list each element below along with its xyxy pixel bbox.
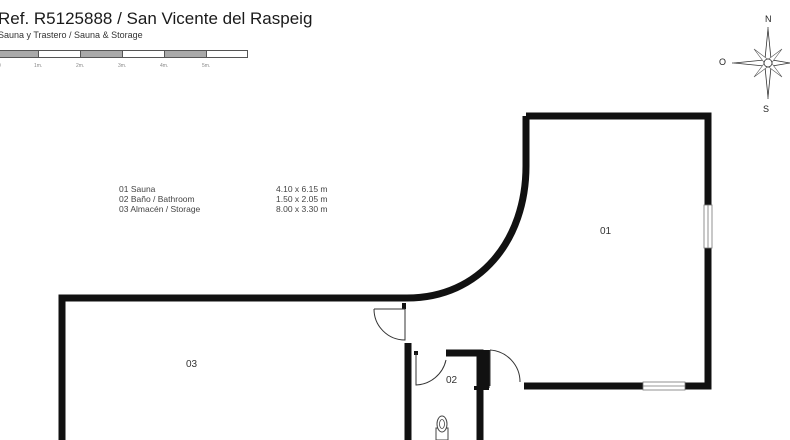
scale-label: 2m. xyxy=(76,63,85,69)
legend-room-dims: 1.50 x 2.05 m xyxy=(276,194,328,204)
legend-room-name: 02 Baño / Bathroom xyxy=(119,194,195,204)
legend-row: 03 Almacén / Storage 8.00 x 3.30 m xyxy=(119,204,359,214)
plan-title: Ref. R5125888 / San Vicente del Raspeig xyxy=(0,9,313,28)
scale-bar: 0 1m. 2m. 3m. 4m. 5m. xyxy=(0,50,248,69)
legend-row: 02 Baño / Bathroom 1.50 x 2.05 m xyxy=(119,194,359,204)
plan-subtitle: Sauna y Trastero / Sauna & Storage xyxy=(0,30,143,40)
compass-rose-icon xyxy=(732,27,790,99)
legend-room-dims: 4.10 x 6.15 m xyxy=(276,184,328,194)
toilet-icon xyxy=(435,415,449,440)
legend-room-name: 01 Sauna xyxy=(119,184,156,194)
scale-label: 4m. xyxy=(160,63,169,69)
bathroom-wall xyxy=(446,349,484,440)
door-swing xyxy=(373,308,406,341)
room-label-storage: 03 xyxy=(186,359,198,370)
curved-wall xyxy=(406,116,530,302)
door-swing xyxy=(489,349,521,386)
legend-room-dims: 8.00 x 3.30 m xyxy=(276,204,328,214)
storage-top-wall xyxy=(58,294,407,440)
room-label-sauna: 01 xyxy=(600,226,612,237)
scale-segment xyxy=(206,50,248,58)
legend-row: 01 Sauna 4.10 x 6.15 m xyxy=(119,184,359,194)
compass-north: N xyxy=(765,14,772,24)
compass-west: O xyxy=(719,57,727,67)
scale-label: 0 xyxy=(0,63,1,69)
legend-room-name: 03 Almacén / Storage xyxy=(119,204,201,214)
scale-label: 3m. xyxy=(118,63,127,69)
room-label-bathroom: 02 xyxy=(446,375,458,386)
door-swing xyxy=(415,353,447,386)
room-legend: 01 Sauna 4.10 x 6.15 m 02 Baño / Bathroo… xyxy=(119,184,359,214)
scale-label: 1m. xyxy=(34,63,43,69)
scale-label: 5m. xyxy=(202,63,211,69)
compass-south: S xyxy=(763,104,770,114)
sauna-wall xyxy=(524,112,712,390)
